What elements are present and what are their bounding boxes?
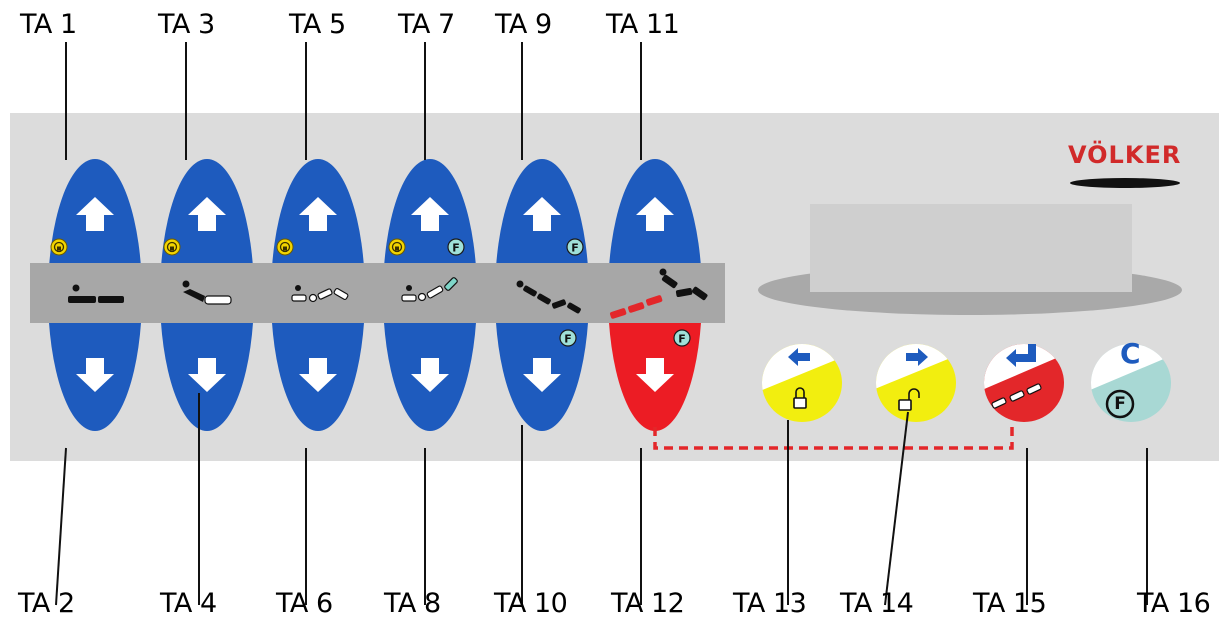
arrow-right-icon: [906, 348, 928, 366]
legs-position-icon: [291, 285, 349, 303]
label-ta15: TA 15: [973, 588, 1047, 619]
label-ta9: TA 9: [495, 9, 552, 40]
label-ta8: TA 8: [384, 588, 441, 619]
label-ta13: TA 13: [733, 588, 807, 619]
brand-underline: [1070, 178, 1180, 188]
label-ta6: TA 6: [276, 588, 333, 619]
label-ta3: TA 3: [158, 9, 215, 40]
display-screen: [810, 204, 1132, 292]
arrow-left-icon: [788, 348, 810, 366]
button-group-ta11-ta12: [608, 159, 702, 431]
reset-connector-line: [653, 427, 1014, 450]
f-badge-icon: [1105, 389, 1135, 419]
f-letter: F: [1114, 394, 1126, 414]
foot-position-icon: [401, 277, 458, 302]
position-strip: [30, 263, 725, 323]
return-arrow-icon: [1006, 344, 1036, 367]
label-ta4: TA 4: [160, 588, 217, 619]
label-ta1: TA 1: [20, 9, 77, 40]
clear-letter-icon: C: [1120, 337, 1141, 370]
label-ta12: TA 12: [611, 588, 685, 619]
reset-position-icon: [609, 268, 708, 319]
leader-lines: [55, 42, 1148, 606]
brand-logo: VÖLKER: [1068, 141, 1182, 169]
label-ta16: TA 16: [1137, 588, 1211, 619]
label-ta11: TA 11: [606, 9, 680, 40]
label-ta5: TA 5: [289, 9, 346, 40]
label-ta14: TA 14: [840, 588, 914, 619]
label-ta7: TA 7: [398, 9, 455, 40]
label-ta2: TA 2: [18, 588, 75, 619]
backrest-position-icon: [182, 280, 232, 305]
label-ta10: TA 10: [494, 588, 568, 619]
trendelenburg-position-icon: [516, 280, 581, 314]
flat-position-icon: [68, 284, 124, 303]
